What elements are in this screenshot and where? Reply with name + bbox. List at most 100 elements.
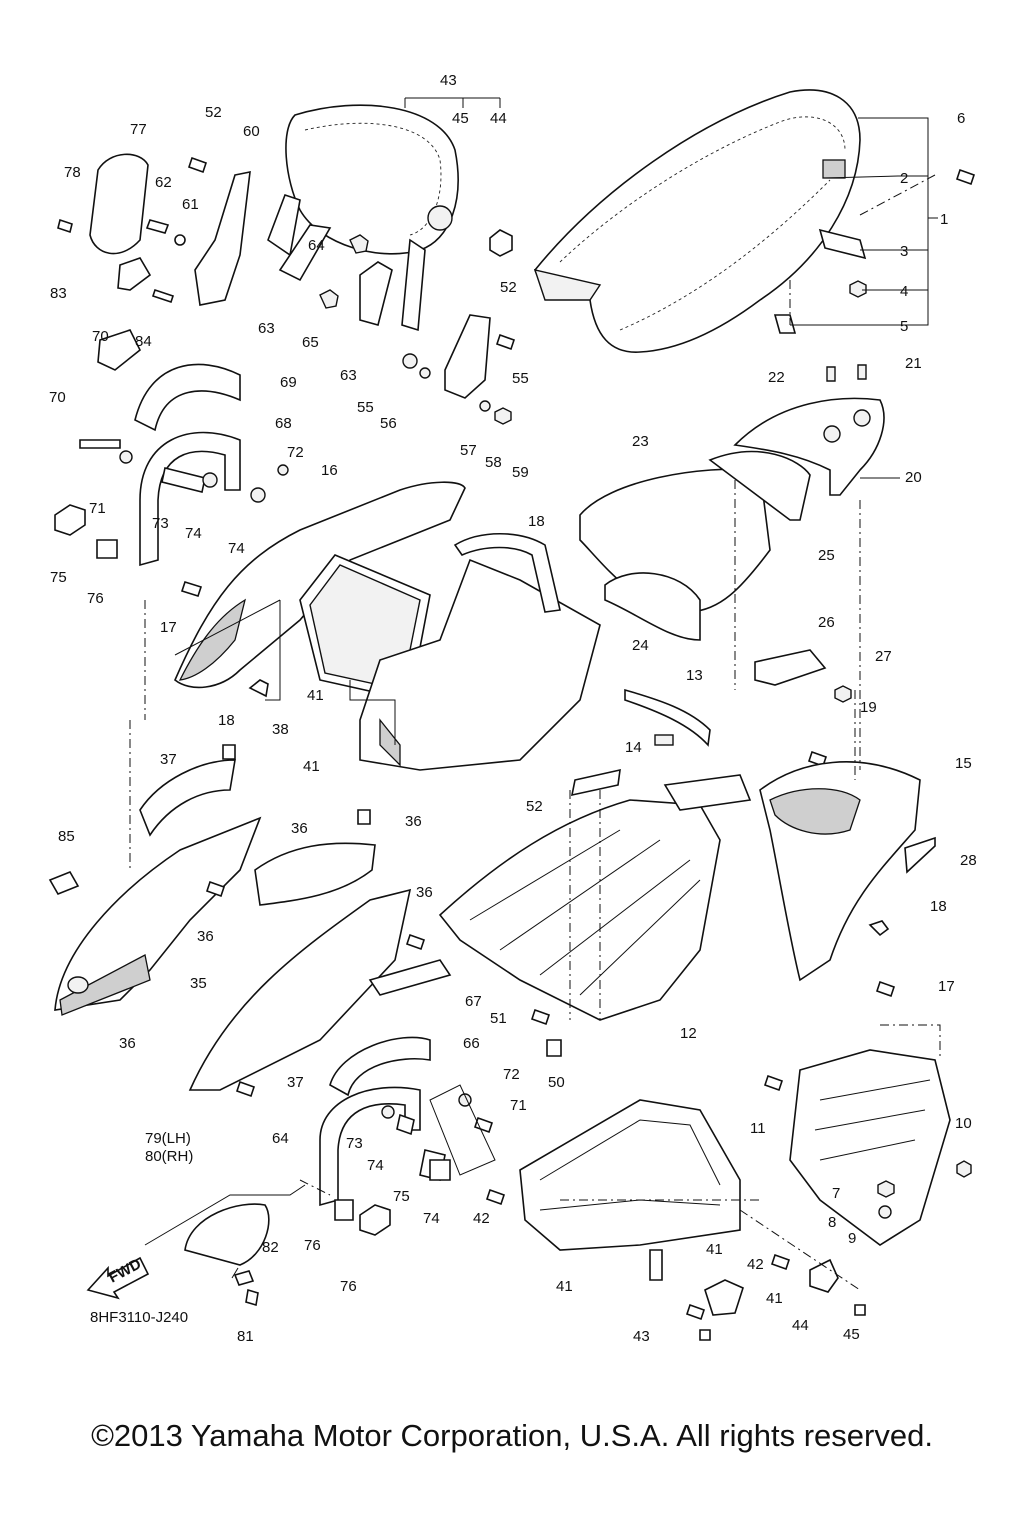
hinge-group-illustration xyxy=(278,224,516,425)
callout-54: 55 xyxy=(357,399,374,416)
callout-74d: 75 xyxy=(393,1188,410,1205)
callout-72b: 73 xyxy=(346,1135,363,1152)
callout-79: 79(LH) xyxy=(145,1130,191,1147)
callout-62: 63 xyxy=(258,320,275,337)
callout-41c: 41 xyxy=(766,1290,783,1307)
small-bracket-illustration xyxy=(570,649,852,797)
callout-44: 44 xyxy=(792,1317,809,1334)
callout-2: 2 xyxy=(900,170,908,187)
callout-85: 85 xyxy=(58,828,75,845)
callout-22: 21 xyxy=(905,355,922,372)
callout-57: 59 xyxy=(512,464,529,481)
rear-bracket-illustration xyxy=(763,1049,972,1246)
callout-17b: 17 xyxy=(938,978,955,995)
callout-71b: 72 xyxy=(503,1066,520,1083)
callout-42: 42 xyxy=(747,1256,764,1273)
callout-81: 81 xyxy=(237,1328,254,1345)
callout-56: 58 xyxy=(485,454,502,471)
callout-75b: 76 xyxy=(340,1278,357,1295)
callout-15: 15 xyxy=(955,755,972,772)
callout-47: 51 xyxy=(490,1010,507,1027)
callout-59: 61 xyxy=(182,196,199,213)
callout-37: 37 xyxy=(287,1074,304,1091)
callout-76b: 76 xyxy=(304,1237,321,1254)
callout-10: 10 xyxy=(955,1115,972,1132)
callout-labels: 43 45 44 52 77 60 6 78 62 61 2 1 3 4 5 6… xyxy=(49,72,977,1345)
callout-21: 20 xyxy=(905,469,922,486)
callout-18a: 18 xyxy=(218,712,235,729)
seat-illustration xyxy=(533,89,861,353)
callout-32: 36 xyxy=(405,813,422,830)
callout-24: 23 xyxy=(632,433,649,450)
callout-74b: 74 xyxy=(228,540,245,557)
callout-77: 77 xyxy=(130,121,147,138)
drawing-code: 8HF3110-J240 xyxy=(90,1309,188,1326)
callout-55a: 56 xyxy=(380,415,397,432)
reflector-illustration xyxy=(184,1203,270,1307)
callout-36a: 36 xyxy=(416,884,433,901)
callout-53: 55 xyxy=(512,370,529,387)
callout-78: 78 xyxy=(64,164,81,181)
callout-66: 67 xyxy=(465,993,482,1010)
callout-71a: 71 xyxy=(89,500,106,517)
under-tray-illustration xyxy=(438,774,752,1021)
callout-27: 26 xyxy=(818,614,835,631)
copyright-notice: ©2013 Yamaha Motor Corporation, U.S.A. A… xyxy=(91,1418,933,1453)
callout-1: 1 xyxy=(940,211,948,228)
callout-8: 8 xyxy=(828,1214,836,1231)
callout-70a: 70 xyxy=(49,389,66,406)
callout-70b: 71 xyxy=(510,1097,527,1114)
callout-38: 41 xyxy=(303,758,320,775)
callout-48: 52 xyxy=(526,798,543,815)
callout-23: 22 xyxy=(768,369,785,386)
callout-14: 14 xyxy=(625,739,642,756)
fwd-arrow-icon: FWD xyxy=(86,1255,150,1300)
side-cover-right-illustration xyxy=(759,761,936,998)
callout-35: 38 xyxy=(272,721,289,738)
callout-83: 83 xyxy=(50,285,67,302)
callout-75a: 75 xyxy=(50,569,67,586)
callout-4: 4 xyxy=(900,283,908,300)
callout-40: 41 xyxy=(556,1278,573,1295)
callout-68: 69 xyxy=(280,374,297,391)
callout-67: 68 xyxy=(275,415,292,432)
callout-17a: 17 xyxy=(160,619,177,636)
callout-65: 66 xyxy=(463,1035,480,1052)
storage-box-illustration xyxy=(299,532,601,771)
callout-73a: 73 xyxy=(152,515,169,532)
callout-6: 6 xyxy=(957,110,965,127)
callout-74c: 74 xyxy=(367,1157,384,1174)
callout-16: 16 xyxy=(321,462,338,479)
callout-64: 64 xyxy=(272,1130,289,1147)
callout-39: 41 xyxy=(307,687,324,704)
bracket-group-illustration xyxy=(57,153,251,306)
callout-7: 7 xyxy=(832,1185,840,1202)
callout-31: 36 xyxy=(291,820,308,837)
callout-61: 63 xyxy=(340,367,357,384)
callout-19: 19 xyxy=(860,699,877,716)
callout-25: 24 xyxy=(632,637,649,654)
callout-63b: 65 xyxy=(302,334,319,351)
callout-84: 84 xyxy=(135,333,152,350)
callout-45: 45 xyxy=(843,1326,860,1343)
callout-41a: 42 xyxy=(473,1210,490,1227)
callout-74a: 74 xyxy=(185,525,202,542)
callout-43: 43 xyxy=(633,1328,650,1345)
callout-82: 82 xyxy=(262,1239,279,1256)
callout-80: 80(RH) xyxy=(145,1148,193,1165)
grab-bar-group-illustration xyxy=(54,329,289,567)
backrest-illustration xyxy=(267,104,513,332)
seat-frame-illustration xyxy=(519,1099,839,1316)
lower-grab-bar-illustration xyxy=(319,959,452,1236)
callout-33: 36 xyxy=(119,1035,136,1052)
callout-5: 5 xyxy=(900,318,908,335)
callout-18b: 18 xyxy=(930,898,947,915)
callout-30: 35 xyxy=(190,975,207,992)
callout-63a: 64 xyxy=(308,237,325,254)
tail-cover-illustration xyxy=(579,397,885,641)
callout-76a: 76 xyxy=(87,590,104,607)
callout-34: 37 xyxy=(160,751,177,768)
callout-46: 50 xyxy=(548,1074,565,1091)
callout-13: 13 xyxy=(686,667,703,684)
callout-58: 60 xyxy=(243,123,260,140)
